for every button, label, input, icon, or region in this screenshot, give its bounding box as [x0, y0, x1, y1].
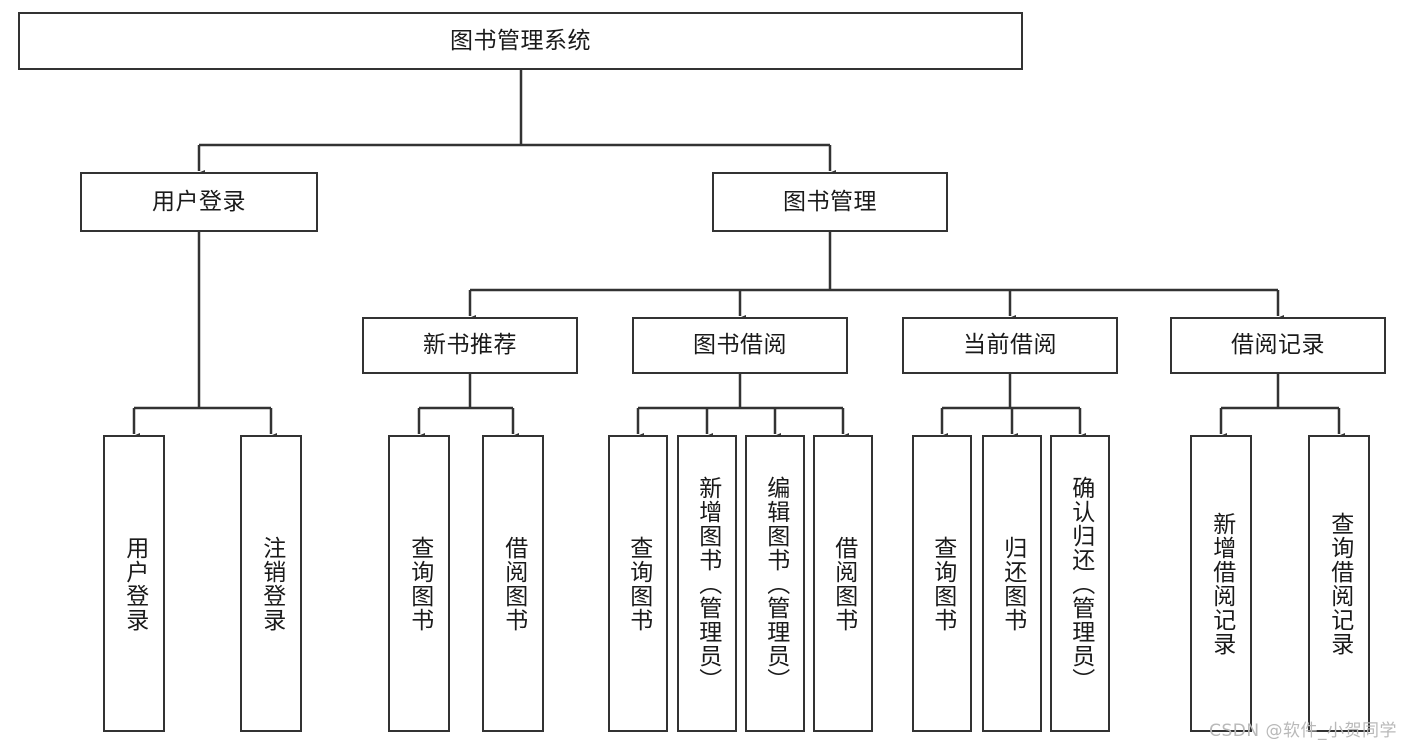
node-label: 图书借阅 — [693, 332, 787, 359]
node-records[interactable]: 借阅记录 — [1170, 317, 1386, 374]
node-l-bbook1[interactable]: 借阅图书 — [482, 435, 544, 732]
node-l-addbook[interactable]: 新增图书（管理员） — [677, 435, 737, 732]
node-label: 查询图书 — [406, 535, 433, 632]
node-label: 借阅记录 — [1231, 332, 1325, 359]
node-login[interactable]: 用户登录 — [80, 172, 318, 232]
node-current[interactable]: 当前借阅 — [902, 317, 1118, 374]
node-label: 图书管理系统 — [450, 27, 591, 54]
node-label: 新增借阅记录 — [1208, 511, 1235, 656]
node-l-confirm[interactable]: 确认归还（管理员） — [1050, 435, 1110, 732]
node-l-bbook2[interactable]: 借阅图书 — [813, 435, 873, 732]
node-label: 借阅图书 — [830, 535, 857, 632]
node-label: 用户登录 — [121, 535, 148, 632]
node-label: 用户登录 — [152, 188, 246, 215]
node-label: 归还图书 — [999, 535, 1026, 632]
node-l-qbook2[interactable]: 查询图书 — [608, 435, 668, 732]
watermark-label: CSDN @软件_小贺同学 — [1209, 721, 1397, 741]
node-label: 查询借阅记录 — [1326, 511, 1353, 656]
node-label: 新书推荐 — [423, 332, 517, 359]
node-bookmgmt[interactable]: 图书管理 — [712, 172, 948, 232]
node-l-logout[interactable]: 注销登录 — [240, 435, 302, 732]
node-label: 当前借阅 — [963, 332, 1057, 359]
node-label: 查询图书 — [929, 535, 956, 632]
node-l-qrec[interactable]: 查询借阅记录 — [1308, 435, 1370, 732]
node-label: 编辑图书（管理员） — [762, 475, 789, 692]
node-label: 查询图书 — [625, 535, 652, 632]
node-l-login[interactable]: 用户登录 — [103, 435, 165, 732]
node-l-qbook1[interactable]: 查询图书 — [388, 435, 450, 732]
node-root[interactable]: 图书管理系统 — [18, 12, 1023, 70]
node-l-editbook[interactable]: 编辑图书（管理员） — [745, 435, 805, 732]
node-newbook[interactable]: 新书推荐 — [362, 317, 578, 374]
node-l-qbook3[interactable]: 查询图书 — [912, 435, 972, 732]
node-label: 注销登录 — [258, 535, 285, 632]
node-l-addrec[interactable]: 新增借阅记录 — [1190, 435, 1252, 732]
node-label: 图书管理 — [783, 188, 877, 215]
node-label: 新增图书（管理员） — [694, 475, 721, 692]
node-label: 借阅图书 — [500, 535, 527, 632]
node-label: 确认归还（管理员） — [1067, 475, 1094, 692]
node-borrow[interactable]: 图书借阅 — [632, 317, 848, 374]
node-l-return[interactable]: 归还图书 — [982, 435, 1042, 732]
